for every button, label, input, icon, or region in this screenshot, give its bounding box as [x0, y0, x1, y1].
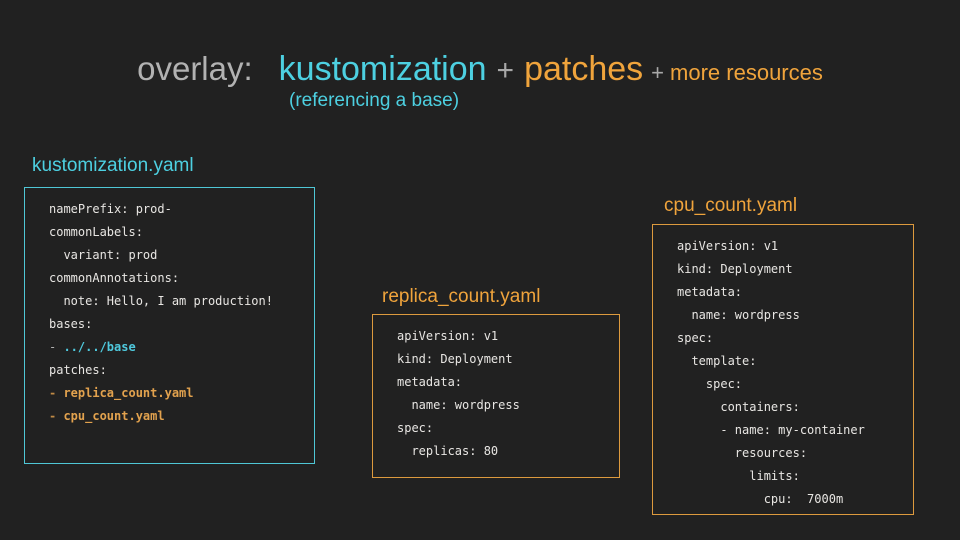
title-plus-2: + [651, 60, 665, 85]
slide-title: overlay:kustomization+patches+more resou… [0, 48, 960, 97]
code-text: patches: [49, 363, 107, 377]
code-text: apiVersion: v1 [397, 329, 499, 343]
code-text: kind: Deployment [397, 352, 513, 366]
code-text: kind: Deployment [677, 262, 793, 276]
file-label-replica-count-yaml: replica_count.yaml [382, 286, 541, 307]
code-box-replica-count-yaml: apiVersion: v1 kind: Deployment metadata… [372, 314, 620, 478]
code-text: apiVersion: v1 [677, 239, 779, 253]
code-text: namePrefix: prod- [49, 202, 172, 216]
code-text: metadata: [397, 375, 463, 389]
code-line: - name: my-container [677, 419, 913, 442]
code-text: resources: [677, 446, 808, 460]
code-line: resources: [677, 442, 913, 465]
code-text: name: wordpress [397, 398, 520, 412]
code-line: kind: Deployment [677, 258, 913, 281]
file-label-cpu-count-yaml: cpu_count.yaml [664, 195, 798, 216]
code-line: kind: Deployment [397, 348, 619, 371]
title-subtitle: (referencing a base) [289, 90, 460, 111]
code-text: commonLabels: [49, 225, 143, 239]
code-line: name: wordpress [397, 394, 619, 417]
code-text: variant: prod [49, 248, 158, 262]
code-dash: - [49, 386, 64, 400]
code-text: spec: [677, 331, 714, 345]
code-text: - name: my-container [677, 423, 865, 437]
code-text: cpu: 7000m [677, 492, 844, 506]
code-text: template: [677, 354, 757, 368]
code-line: spec: [397, 417, 619, 440]
code-text: containers: [677, 400, 800, 414]
code-patch-file: replica_count.yaml [63, 386, 194, 400]
code-line: - replica_count.yaml [49, 382, 314, 405]
code-line: apiVersion: v1 [397, 325, 619, 348]
code-box-kustomization-yaml: namePrefix: prod- commonLabels: variant:… [24, 187, 315, 464]
code-line: limits: [677, 465, 913, 488]
code-text: metadata: [677, 285, 743, 299]
code-line: containers: [677, 396, 913, 419]
code-box-cpu-count-yaml: apiVersion: v1 kind: Deployment metadata… [652, 224, 914, 515]
code-line: note: Hello, I am production! [49, 290, 314, 313]
file-label-kustomization-yaml: kustomization.yaml [32, 155, 194, 176]
code-dash: - [49, 409, 64, 423]
title-kustomization: kustomization [278, 50, 487, 88]
code-line: template: [677, 350, 913, 373]
code-line: cpu: 7000m [677, 488, 913, 511]
code-line: commonLabels: [49, 221, 314, 244]
code-text: bases: [49, 317, 93, 331]
code-line: metadata: [677, 281, 913, 304]
code-line: apiVersion: v1 [677, 235, 913, 258]
title-patches: patches [524, 50, 644, 88]
code-text: spec: [397, 421, 434, 435]
code-line: bases: [49, 313, 314, 336]
title-overlay: overlay: [137, 50, 253, 87]
code-patch-file: cpu_count.yaml [63, 409, 165, 423]
code-line: namePrefix: prod- [49, 198, 314, 221]
code-text: limits: [677, 469, 800, 483]
code-text: commonAnnotations: [49, 271, 180, 285]
code-line: - cpu_count.yaml [49, 405, 314, 428]
code-text: note: Hello, I am production! [49, 294, 273, 308]
code-line: - ../../base [49, 336, 314, 359]
code-line: patches: [49, 359, 314, 382]
code-dash: - [49, 340, 64, 354]
code-line: variant: prod [49, 244, 314, 267]
code-text: replicas: 80 [397, 444, 499, 458]
code-line: replicas: 80 [397, 440, 619, 463]
code-line: commonAnnotations: [49, 267, 314, 290]
code-line: spec: [677, 373, 913, 396]
title-more-resources: more resources [670, 60, 823, 85]
code-line: spec: [677, 327, 913, 350]
code-line: name: wordpress [677, 304, 913, 327]
code-base-path: ../../base [63, 340, 136, 354]
code-line: metadata: [397, 371, 619, 394]
code-text: spec: [677, 377, 743, 391]
title-plus-1: + [496, 54, 515, 87]
code-text: name: wordpress [677, 308, 800, 322]
